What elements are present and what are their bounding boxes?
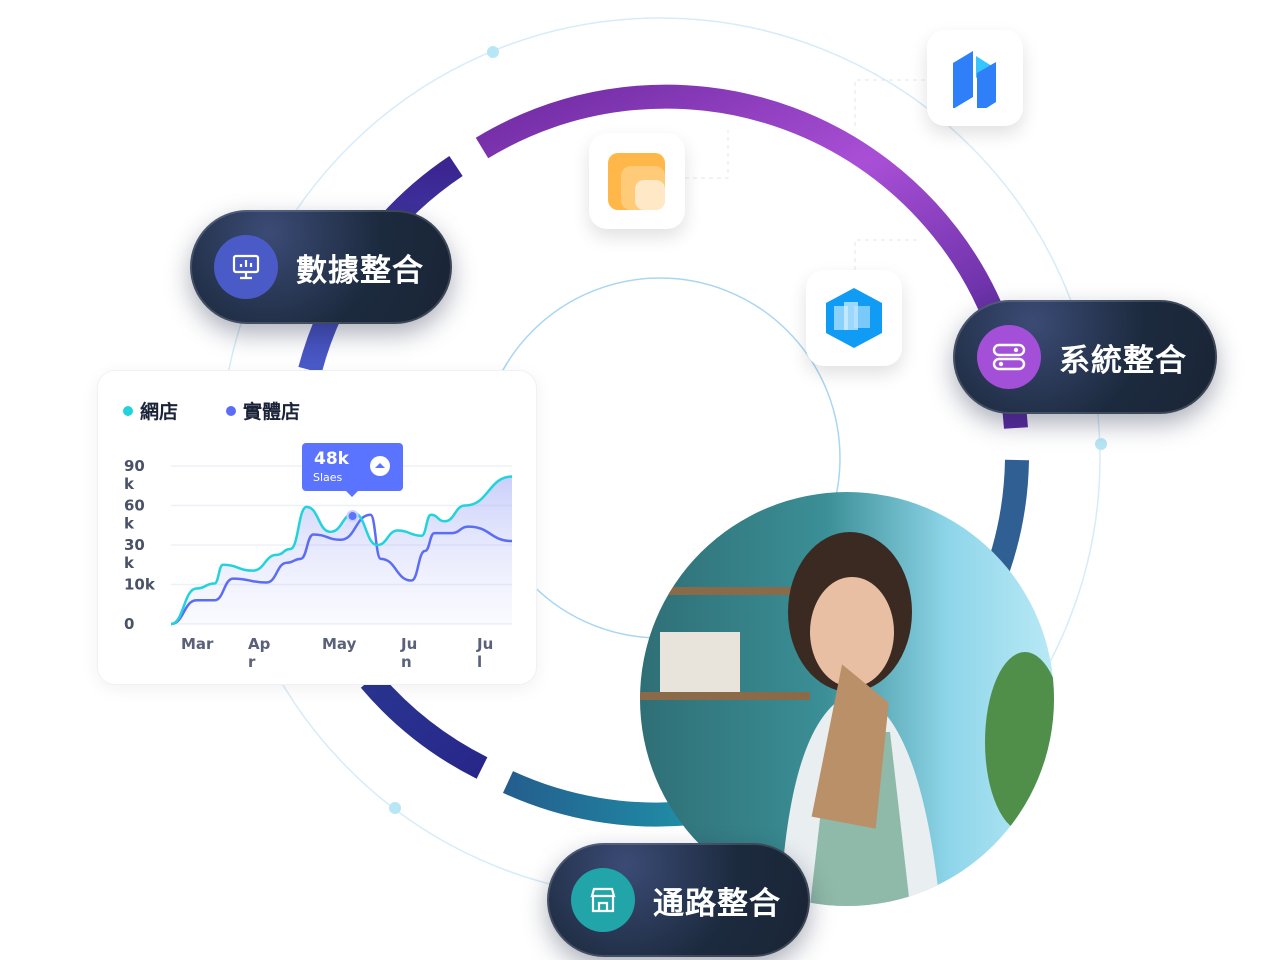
- channel-integration-pill[interactable]: 通路整合: [547, 843, 810, 957]
- legend-item-online: 網店: [123, 397, 178, 424]
- y-tick-label: 0: [124, 615, 134, 633]
- tooltip-point: [346, 510, 359, 523]
- orbit-dot: [389, 802, 401, 814]
- y-tick-label: 10k: [124, 576, 156, 594]
- tooltip-value: 48k: [314, 449, 349, 469]
- pill-label: 系統整合: [1059, 342, 1187, 379]
- blue-hexagon-app-icon[interactable]: [806, 270, 902, 366]
- orbit-dot: [487, 46, 499, 58]
- system-integration-pill[interactable]: 系統整合: [953, 300, 1217, 414]
- smiling-woman-with-tablet-photo: [640, 492, 1054, 906]
- orange-layers-app-icon[interactable]: [589, 133, 685, 229]
- arrow-up-circle-icon: [370, 456, 390, 476]
- legend-dot-icon: [226, 405, 236, 416]
- orbit-dot: [1095, 438, 1107, 450]
- server-icon: [977, 325, 1041, 389]
- chart-tooltip: 48k Slaes: [302, 443, 403, 497]
- orbit-arc-navy: [360, 672, 488, 779]
- x-tick-label: Mar: [181, 635, 214, 653]
- storefront-icon: [571, 868, 635, 932]
- tooltip-label: Slaes: [313, 471, 343, 484]
- pill-label: 數據整合: [296, 252, 424, 289]
- blue-h-logo-app-icon[interactable]: [927, 30, 1023, 126]
- legend-item-store: 實體店: [226, 397, 300, 424]
- monitor-chart-icon: [214, 235, 278, 299]
- data-integration-pill[interactable]: 數據整合: [190, 210, 452, 324]
- legend-dot-icon: [123, 405, 133, 416]
- area-fill: [171, 476, 512, 624]
- series-line-網店: [170, 475, 513, 626]
- orbit-arc-teal: [502, 771, 692, 827]
- pill-label: 通路整合: [653, 885, 781, 922]
- x-tick-label: May: [322, 635, 357, 653]
- series-line-實體店: [170, 513, 513, 626]
- orbit-arc-purple: [475, 84, 1015, 344]
